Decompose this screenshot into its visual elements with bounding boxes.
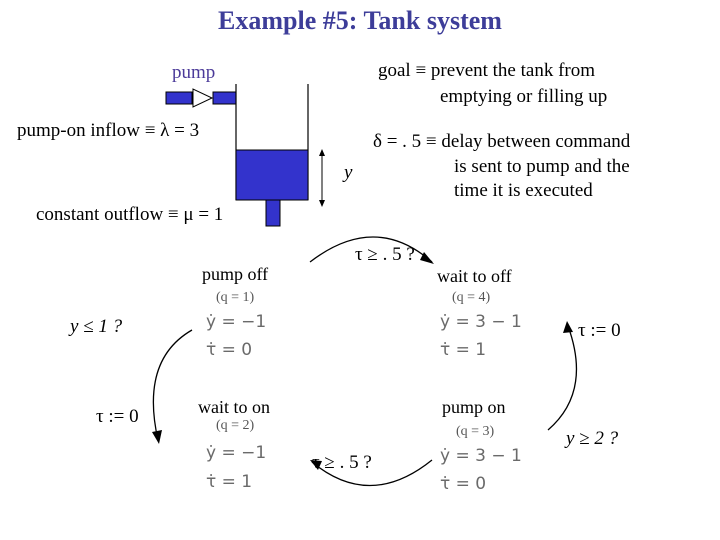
delta-line2: is sent to pump and the xyxy=(454,156,630,177)
arc-right xyxy=(547,325,578,431)
state-pump-on-eq2: τ̇ = 0 xyxy=(440,474,487,494)
pump-outlet-pipe xyxy=(212,91,237,105)
page-title: Example #5: Tank system xyxy=(218,6,502,35)
goal-line1: goal ≡ prevent the tank from xyxy=(378,60,596,81)
outflow-pipe xyxy=(265,199,281,227)
tank-water xyxy=(235,149,309,201)
delta-line1: δ = . 5 ≡ delay between command xyxy=(373,131,631,152)
state-pump-on-eq1: ẏ = 3 − 1 xyxy=(440,446,522,466)
state-wait-to-on-name: wait to on xyxy=(198,397,270,417)
arc-left xyxy=(152,329,193,441)
state-pump-off-q: (q = 1) xyxy=(216,290,255,305)
level-arrow-head-up xyxy=(319,149,325,156)
state-wait-to-off-name: wait to off xyxy=(437,266,512,286)
arc-left-head xyxy=(152,430,162,444)
state-wait-to-on-eq2: τ̇ = 1 xyxy=(206,472,253,492)
pump-symbol xyxy=(192,88,214,108)
arc-top xyxy=(309,236,433,263)
arc-bottom-head xyxy=(310,460,322,470)
guard-left: y ≤ 1 ? xyxy=(70,316,123,337)
arc-bottom xyxy=(311,459,433,487)
state-wait-to-on-q: (q = 2) xyxy=(216,418,255,433)
delta-line3: time it is executed xyxy=(454,180,593,201)
state-wait-to-on-eq1: ẏ = −1 xyxy=(206,443,267,463)
level-arrow-head-down xyxy=(319,200,325,207)
state-wait-to-off-q: (q = 4) xyxy=(452,290,491,305)
state-pump-on-q: (q = 3) xyxy=(456,424,495,439)
goal-line2: emptying or filling up xyxy=(440,86,608,107)
arc-right-head xyxy=(563,321,573,333)
pump-inlet-pipe xyxy=(165,91,193,105)
inflow-label: pump-on inflow ≡ λ = 3 xyxy=(17,120,200,141)
state-pump-off-name: pump off xyxy=(202,264,269,284)
pump-label: pump xyxy=(172,62,216,83)
state-wait-to-off-eq1: ẏ = 3 − 1 xyxy=(440,312,522,332)
reset-left: τ := 0 xyxy=(96,406,139,427)
arc-top-head xyxy=(420,252,434,264)
guard-bottom: τ ≥ . 5 ? xyxy=(312,452,372,473)
outflow-label: constant outflow ≡ μ = 1 xyxy=(36,204,224,225)
guard-right: y ≥ 2 ? xyxy=(566,428,619,449)
state-pump-off-eq2: τ̇ = 0 xyxy=(206,340,253,360)
level-var-label: y xyxy=(344,162,353,183)
state-pump-off-eq1: ẏ = −1 xyxy=(206,312,267,332)
reset-right: τ := 0 xyxy=(578,320,621,341)
guard-top: τ ≥ . 5 ? xyxy=(355,244,415,265)
state-pump-on-name: pump on xyxy=(442,397,506,417)
state-wait-to-off-eq2: τ̇ = 1 xyxy=(440,340,487,360)
